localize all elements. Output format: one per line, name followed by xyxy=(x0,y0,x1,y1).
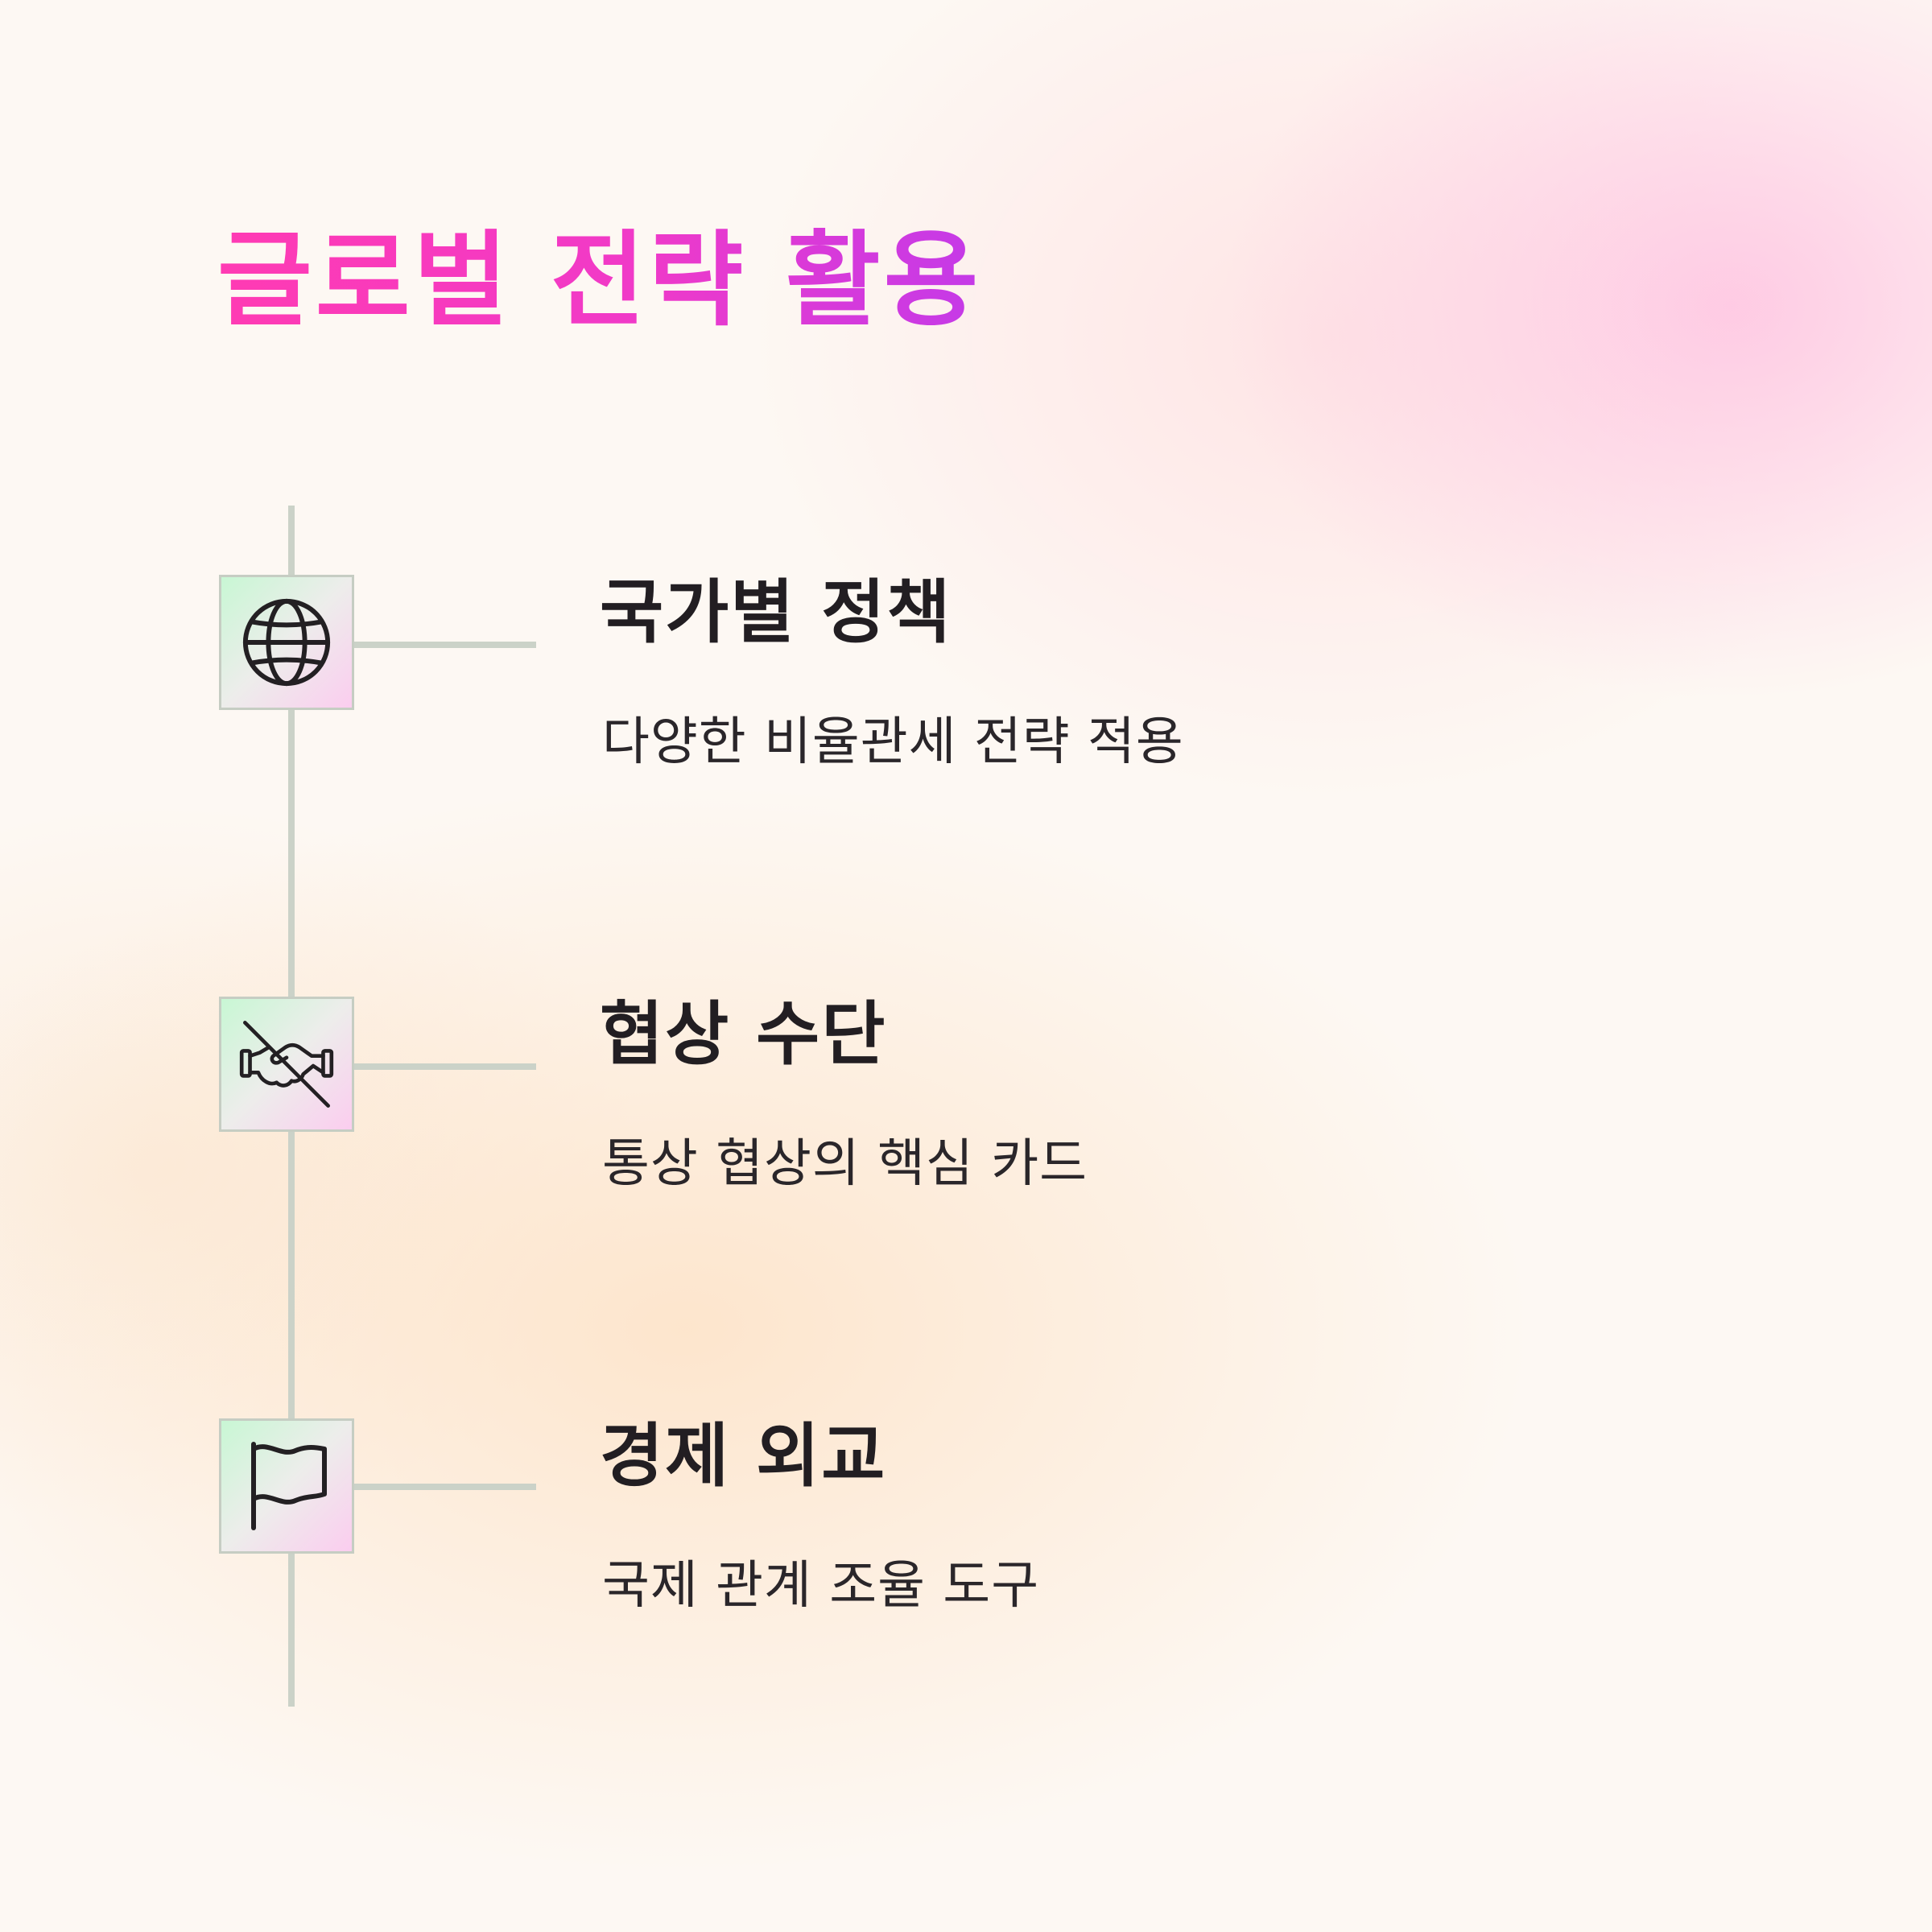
item-title-national-policy: 국가별 정책 xyxy=(600,572,952,653)
timeline-node-1 xyxy=(219,575,354,710)
item-description-national-policy: 다양한 비율관세 전략 적용 xyxy=(602,712,1184,772)
flag-icon xyxy=(251,1442,327,1530)
item-description-negotiation-tool: 통상 협상의 핵심 카드 xyxy=(602,1134,1088,1194)
timeline-node-3 xyxy=(219,1418,354,1554)
connector-1 xyxy=(354,642,536,648)
item-title-negotiation-tool: 협상 수단 xyxy=(600,994,887,1075)
page-title: 글로벌 전략 활용 xyxy=(217,219,981,343)
connector-2 xyxy=(354,1063,536,1070)
connector-3 xyxy=(354,1484,536,1490)
handshake-slash-icon xyxy=(239,1021,334,1108)
globe-icon xyxy=(242,598,331,687)
timeline-node-2 xyxy=(219,997,354,1132)
item-description-economic-diplomacy: 국제 관계 조율 도구 xyxy=(602,1556,1040,1616)
item-title-economic-diplomacy: 경제 외교 xyxy=(600,1416,887,1496)
